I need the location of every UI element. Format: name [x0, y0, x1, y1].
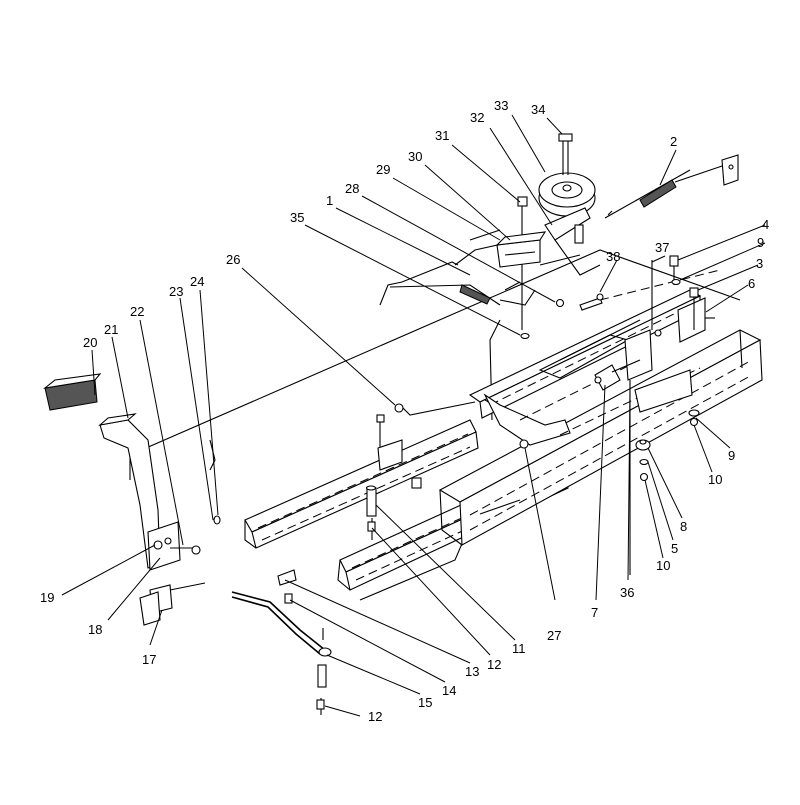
- callout-15: 15: [418, 695, 432, 710]
- plate-29: [469, 229, 501, 241]
- idler-bracket: [624, 329, 693, 575]
- bracket-17: [139, 584, 173, 626]
- clip-13: [277, 569, 297, 586]
- callout-7: 7: [591, 605, 598, 620]
- callout-38: 38: [606, 249, 620, 264]
- bolt-34: [558, 133, 573, 175]
- callout-28: 28: [345, 181, 359, 196]
- right-frame-channel: [438, 329, 763, 546]
- callout-10-lower: 10: [656, 558, 670, 573]
- callout-12-lower: 12: [368, 709, 382, 724]
- callout-26: 26: [226, 252, 240, 267]
- callout-37: 37: [655, 240, 669, 255]
- callout-34: 34: [531, 102, 545, 117]
- callout-31: 31: [435, 128, 449, 143]
- bolt-14: [284, 593, 293, 604]
- callout-9-top: 9: [757, 235, 764, 250]
- upper-frame-member: [468, 289, 702, 446]
- bolt-3: [689, 287, 699, 330]
- spring-rod-2: [604, 154, 739, 219]
- callout-10-right: 10: [708, 472, 722, 487]
- callout-36: 36: [620, 585, 634, 600]
- callout-8: 8: [680, 519, 687, 534]
- nut-28: [555, 298, 565, 308]
- bolt-near-26: [376, 414, 385, 450]
- callout-2: 2: [670, 134, 677, 149]
- callout-19: 19: [40, 590, 54, 605]
- nut-near-11: [411, 477, 422, 489]
- bolt-12-lower: [316, 698, 325, 715]
- callout-labels: 34 33 32 31 2 30 29 28 1 35 4 9 37 38 3 …: [40, 98, 769, 724]
- pedal-pad-20: [43, 373, 102, 411]
- callout-4: 4: [762, 217, 769, 232]
- leader-lines: [61, 114, 766, 717]
- callout-22: 22: [130, 304, 144, 319]
- plate-near-26: [377, 439, 403, 471]
- pedal-arm-21: [98, 413, 161, 569]
- bracket-6: [677, 297, 715, 343]
- callout-35: 35: [290, 210, 304, 225]
- callout-3: 3: [756, 256, 763, 271]
- pulley-33: [538, 172, 596, 217]
- spacer-11: [365, 485, 377, 517]
- shaft-7: [594, 359, 641, 391]
- callout-9-lower: 9: [728, 448, 735, 463]
- callout-13: 13: [465, 664, 479, 679]
- idler-arm-32: [539, 207, 601, 276]
- washer-9-top: [671, 278, 681, 286]
- callout-18: 18: [88, 622, 102, 637]
- callout-17: 17: [142, 652, 156, 667]
- bolt-12-center: [367, 518, 376, 540]
- deck-outline: [129, 239, 741, 601]
- callout-6: 6: [748, 276, 755, 291]
- brake-rod-15: [231, 591, 332, 657]
- callout-30: 30: [408, 149, 422, 164]
- callout-14: 14: [442, 683, 456, 698]
- callout-1: 1: [326, 193, 333, 208]
- callout-33: 33: [494, 98, 508, 113]
- spacer-lower: [317, 664, 327, 688]
- nut-27: [519, 439, 529, 449]
- washer-24: [213, 515, 221, 525]
- nut-10-lower: [689, 417, 699, 427]
- callout-27: 27: [547, 628, 561, 643]
- callout-24: 24: [190, 274, 204, 289]
- callout-29: 29: [376, 162, 390, 177]
- pivot-bracket-18: [147, 521, 181, 571]
- callout-20: 20: [83, 335, 97, 350]
- callout-11: 11: [512, 641, 526, 656]
- bolt-31: [517, 196, 528, 330]
- bolt-22: [170, 545, 201, 555]
- spring-rod-1: [389, 281, 536, 306]
- washer-5: [639, 458, 649, 466]
- nut-10: [639, 472, 649, 482]
- bushing-8: [635, 439, 651, 451]
- callout-21: 21: [104, 322, 118, 337]
- washer-35: [520, 332, 530, 340]
- callout-5: 5: [671, 541, 678, 556]
- pin-38: [579, 293, 604, 311]
- callout-32: 32: [470, 110, 484, 125]
- callout-12-center: 12: [487, 657, 501, 672]
- callout-23: 23: [169, 284, 183, 299]
- washer-9-lower: [688, 409, 700, 417]
- nut-26: [394, 403, 404, 413]
- bracket-30: [495, 231, 547, 268]
- pin-37: [651, 260, 662, 337]
